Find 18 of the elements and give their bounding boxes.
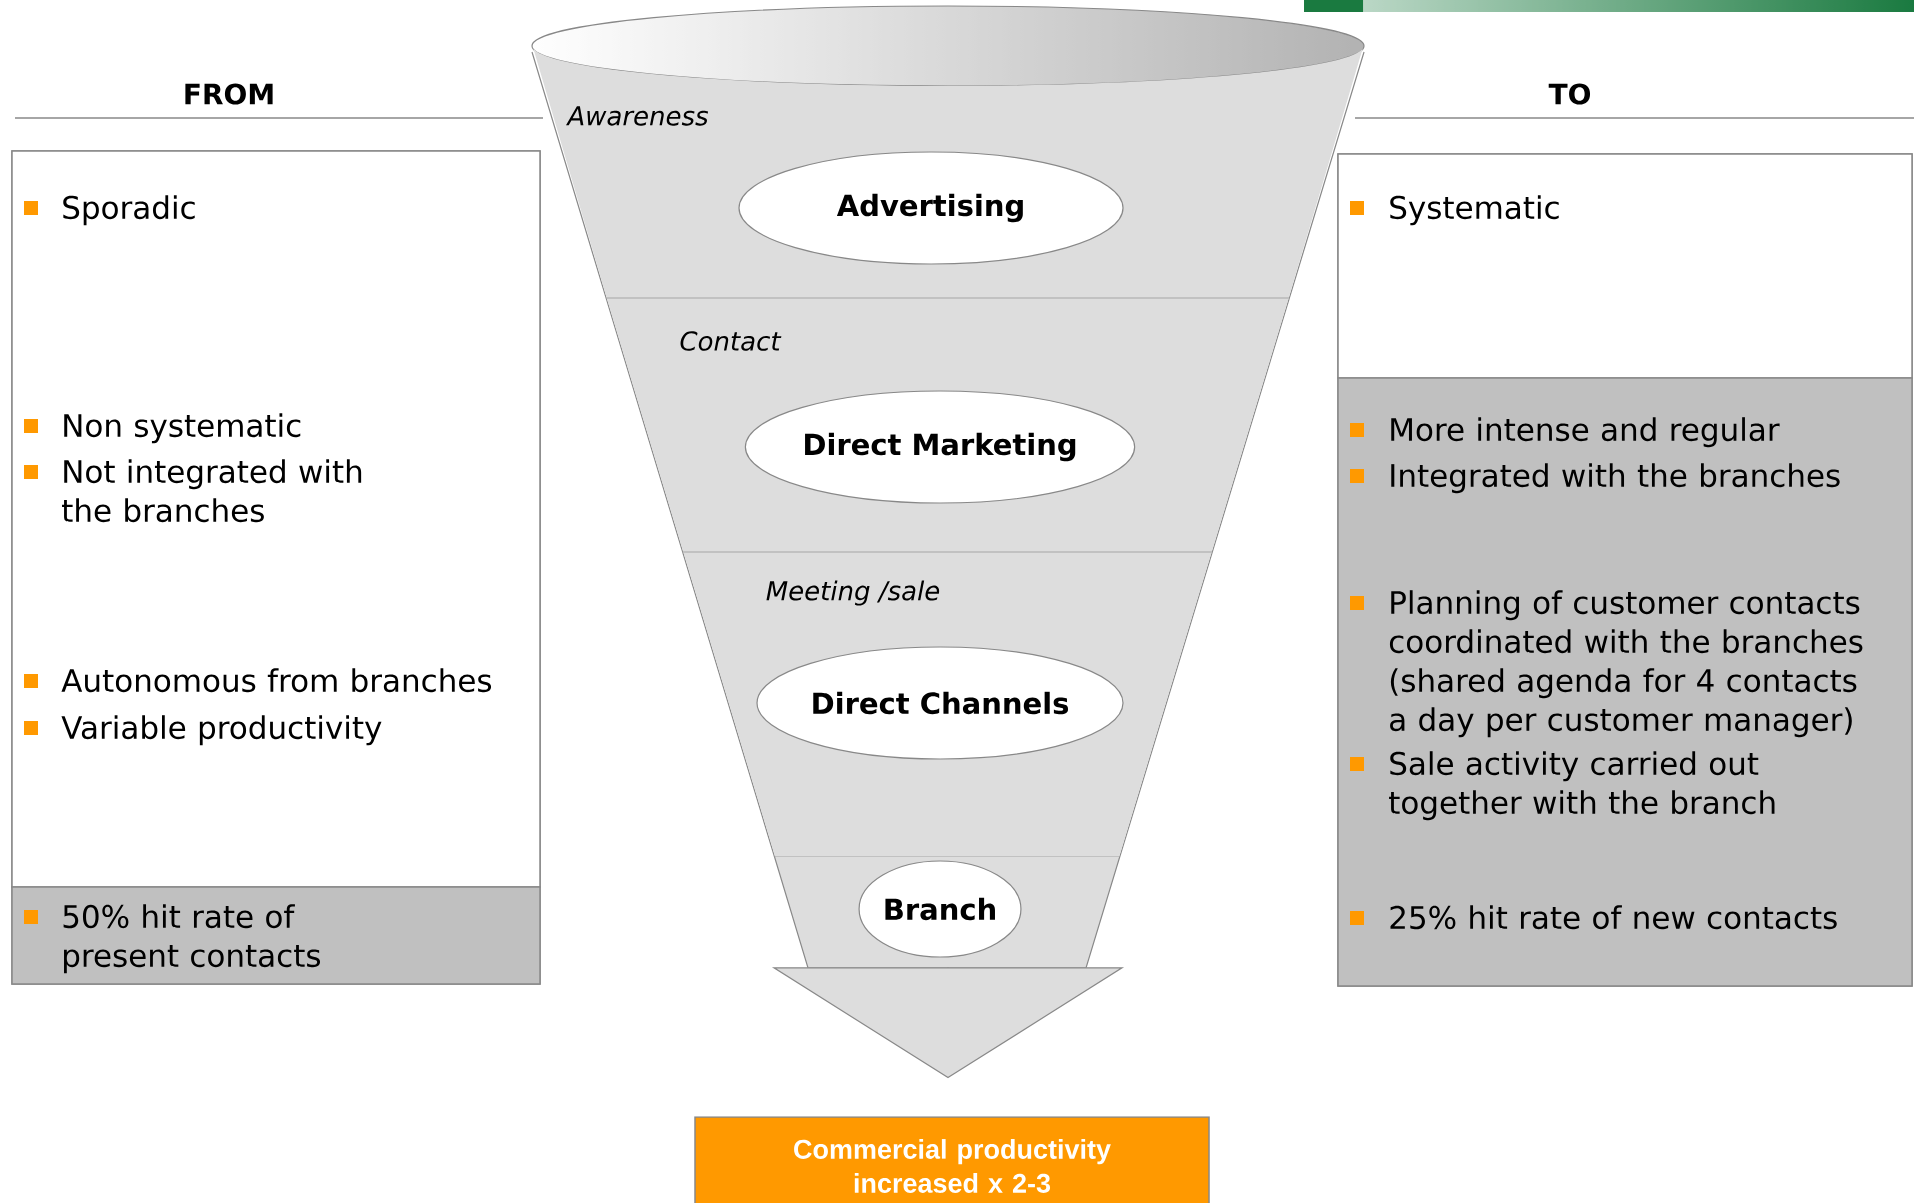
stage-label: Meeting /sale (766, 580, 940, 606)
stage-label: Awareness (566, 106, 709, 126)
bullet-text: 50% hit rate of present contacts (63, 904, 320, 974)
column-heading: TO (1548, 83, 1591, 105)
bullet-text: 25% hit rate of new contacts (1390, 905, 1837, 930)
bullet-text: Systematic (1390, 195, 1559, 226)
bullet-text: Non systematic (64, 413, 301, 444)
bullet-text: Variable productivity (61, 715, 382, 746)
result-box: Commercial productivity increased x 2-3 (694, 1116, 1210, 1203)
bullet-text: Autonomous from branches (61, 668, 492, 693)
bullet-text: Sporadic (63, 195, 195, 226)
bullet-text: Not integrated with the branches (62, 459, 362, 523)
bullet-text: More intense and regular (1391, 417, 1780, 448)
column-heading: FROM (185, 83, 273, 105)
bullet-text: Sale activity carried out together with the branch (1389, 751, 1775, 821)
stage-label: Contact (680, 331, 782, 351)
bullet-text: Planning of customer contacts coordinated with the branches (shared agenda for 4 contacts a day per customer manager) (1389, 590, 1863, 738)
bullet-text: Integrated with the branches (1391, 463, 1840, 494)
